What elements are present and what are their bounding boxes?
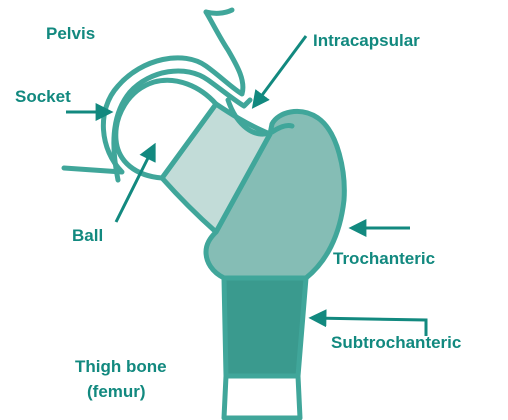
- label-trochanteric: Trochanteric: [333, 249, 435, 268]
- label-ball: Ball: [72, 226, 103, 245]
- intracapsular-arrow: [254, 36, 306, 106]
- label-subtrochanteric: Subtrochanteric: [331, 333, 461, 352]
- label-thigh-bone: Thigh bone: [75, 357, 167, 376]
- subtrochanteric-zone: [224, 278, 306, 376]
- label-pelvis: Pelvis: [46, 24, 95, 43]
- label-intracapsular: Intracapsular: [313, 31, 420, 50]
- label-femur: (femur): [87, 382, 146, 401]
- femur-shaft: [224, 376, 300, 418]
- label-socket: Socket: [15, 87, 71, 106]
- pelvis-top-wing: [206, 10, 232, 13]
